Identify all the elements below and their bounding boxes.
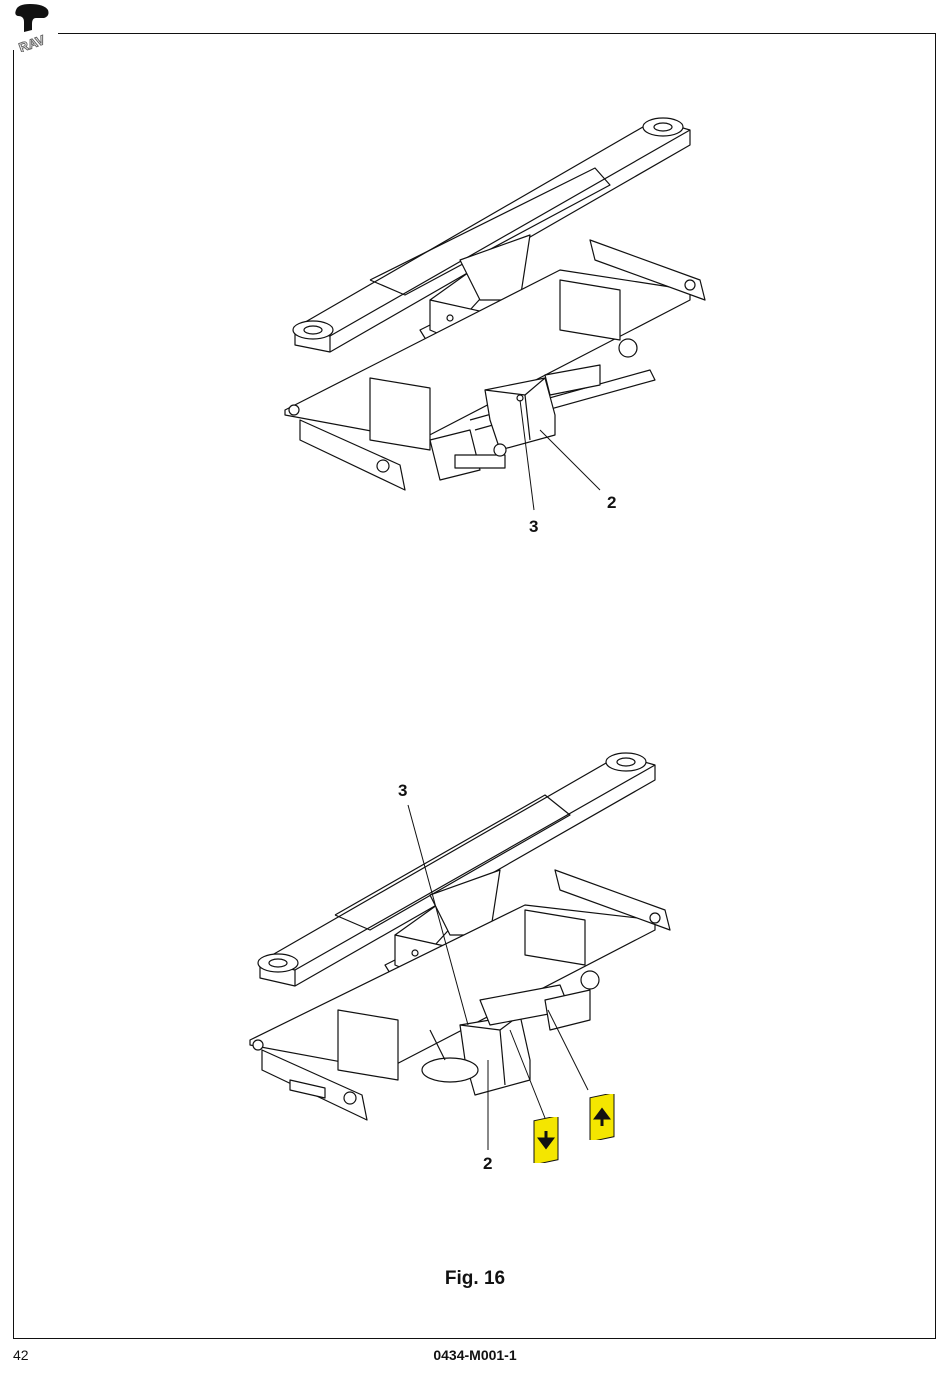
callout-housing-top: 2 (607, 494, 616, 511)
callout-screw-bottom: 3 (398, 782, 407, 799)
up-arrow-icon (589, 1094, 615, 1140)
callout-screw-top: 3 (529, 518, 538, 535)
figure-caption: Fig. 16 (0, 1268, 950, 1290)
document-code: 0434-M001-1 (0, 1347, 950, 1363)
top-lift-drawing (285, 118, 705, 510)
bottom-lift-drawing (250, 753, 670, 1150)
callout-housing-bottom: 2 (483, 1155, 492, 1172)
down-arrow-icon (533, 1117, 559, 1163)
